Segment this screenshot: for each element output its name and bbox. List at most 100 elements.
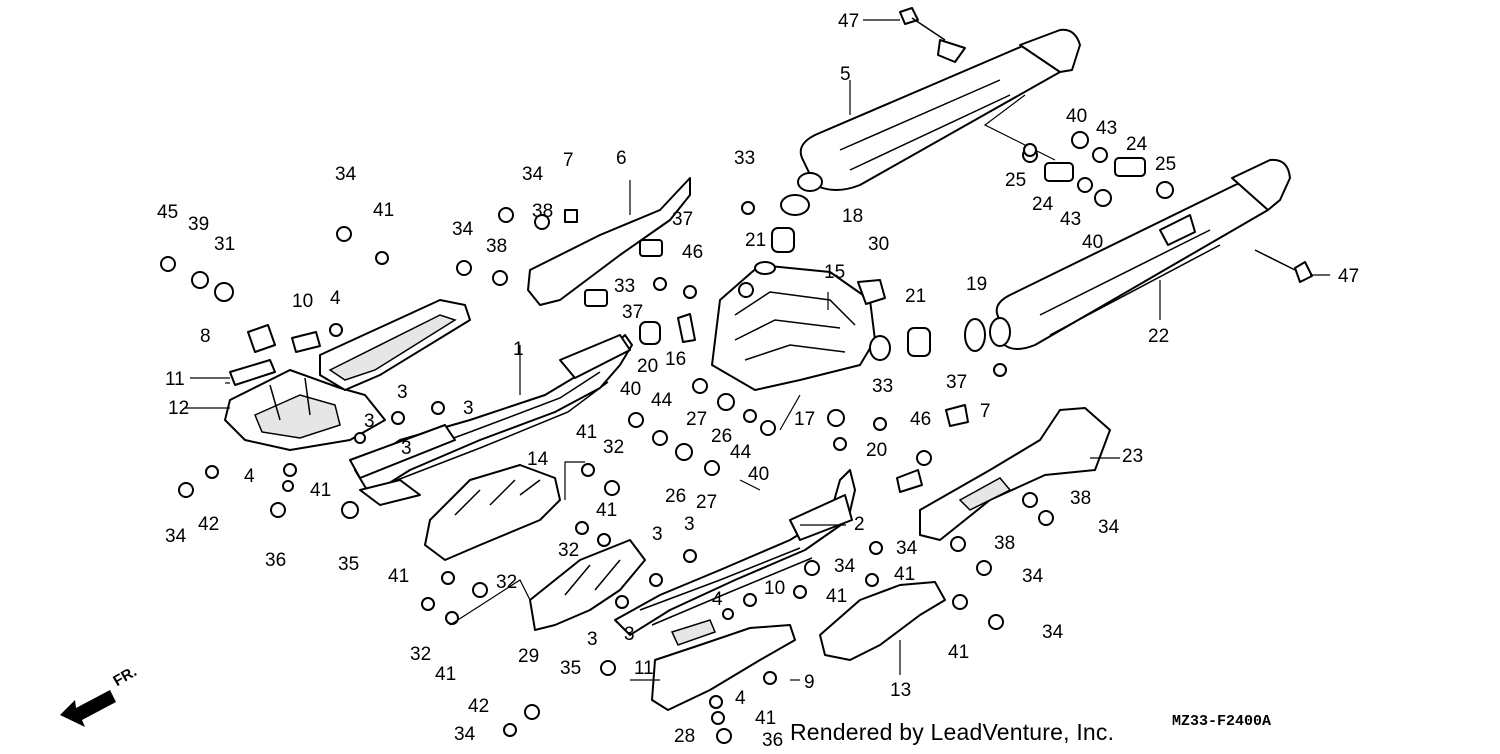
callout-label: 11 — [165, 369, 185, 390]
callout-label: 4 — [712, 589, 723, 610]
callout-label: 7 — [563, 150, 574, 171]
callout-label: 10 — [764, 578, 785, 599]
callout-label: 40 — [748, 464, 769, 485]
callout-label: 6 — [616, 148, 627, 169]
callout-label: 33 — [734, 148, 755, 169]
callout-label: 45 — [157, 202, 178, 223]
callout-label: 26 — [711, 426, 732, 447]
callout-label: 32 — [410, 644, 431, 665]
callout-label: 16 — [665, 349, 686, 370]
callout-label: 20 — [637, 356, 658, 377]
callout-label: 24 — [1126, 134, 1148, 155]
heat-shield-28-drawing — [651, 619, 796, 711]
callout-label: 41 — [310, 480, 331, 501]
callout-label: 4 — [330, 288, 341, 309]
callout-label: 42 — [198, 514, 219, 535]
callout-label: 34 — [165, 526, 187, 547]
callout-label: 25 — [1155, 154, 1176, 175]
callout-label: 27 — [686, 409, 707, 430]
callout-label: 30 — [868, 234, 889, 255]
callout-label: 34 — [1042, 622, 1064, 643]
callout-label: 4 — [735, 688, 746, 709]
callout-label: 37 — [622, 302, 643, 323]
callout-label: 43 — [1060, 209, 1081, 230]
callout-label: 41 — [576, 422, 597, 443]
callout-labels: 47 5 40 43 24 25 25 24 43 40 47 22 19 21… — [157, 11, 1359, 751]
callout-label: 41 — [894, 564, 915, 585]
callout-label: 35 — [560, 658, 581, 679]
callout-label: 47 — [1338, 266, 1359, 287]
exhaust-pipe-1-drawing — [349, 334, 633, 506]
callout-label: 41 — [948, 642, 969, 663]
callout-label: 3 — [463, 398, 474, 419]
callout-label: 18 — [842, 206, 863, 227]
front-direction-arrow — [60, 690, 116, 727]
callout-label: 8 — [200, 326, 211, 347]
callout-label: 24 — [1032, 194, 1054, 215]
callout-label: 21 — [745, 230, 766, 251]
exhaust-chamber-15-drawing — [711, 261, 891, 391]
muffler-22-drawing — [989, 158, 1291, 350]
callout-label: 38 — [994, 533, 1015, 554]
callout-label: 31 — [214, 234, 235, 255]
callout-label: 20 — [866, 440, 887, 461]
callout-label: 36 — [762, 730, 783, 751]
callout-label: 26 — [665, 486, 686, 507]
callout-label: 29 — [518, 646, 539, 667]
credit-text: Rendered by LeadVenture, Inc. — [790, 719, 1115, 745]
callout-label: 21 — [905, 286, 926, 307]
callout-label: 41 — [388, 566, 409, 587]
callout-label: 40 — [1066, 106, 1087, 127]
callout-label: 33 — [614, 276, 635, 297]
muffler-5-drawing — [797, 28, 1081, 192]
callout-label: 46 — [682, 242, 703, 263]
callout-label: 3 — [397, 382, 408, 403]
callout-label: 44 — [651, 390, 673, 411]
callout-label: 11 — [634, 658, 654, 679]
callout-label: 41 — [435, 664, 456, 685]
callout-label: 33 — [872, 376, 893, 397]
callout-label: 3 — [587, 629, 598, 650]
heat-shield-29-drawing — [529, 539, 646, 631]
callout-label: 14 — [527, 449, 549, 470]
callout-label: 4 — [244, 466, 255, 487]
callout-label: 41 — [596, 500, 617, 521]
callout-label: 27 — [696, 492, 717, 513]
callout-label: 2 — [854, 514, 865, 535]
callout-label: 10 — [292, 291, 313, 312]
callout-label: 22 — [1148, 326, 1169, 347]
heat-shield-13-drawing — [819, 581, 946, 661]
fasteners — [160, 143, 1054, 744]
diagram-code: MZ33-F2400A — [1172, 713, 1272, 730]
callout-label: 32 — [496, 572, 517, 593]
callout-label: 38 — [1070, 488, 1091, 509]
callout-label: 9 — [804, 672, 815, 693]
callout-label: 34 — [454, 724, 476, 745]
callout-label: 13 — [890, 680, 911, 701]
callout-label: 3 — [652, 524, 663, 545]
callout-label: 43 — [1096, 118, 1117, 139]
callout-label: 3 — [364, 411, 375, 432]
callout-label: 34 — [1098, 517, 1120, 538]
callout-label: 34 — [522, 164, 544, 185]
callout-label: 44 — [730, 442, 752, 463]
callout-label: 15 — [824, 262, 845, 283]
callout-label: 36 — [265, 550, 286, 571]
callout-label: 38 — [486, 236, 507, 257]
exhaust-pipe-2-drawing — [614, 469, 856, 636]
callout-label: 3 — [624, 624, 635, 645]
callout-label: 25 — [1005, 170, 1026, 191]
callout-label: 42 — [468, 696, 489, 717]
callout-label: 32 — [603, 437, 624, 458]
callout-label: 41 — [755, 708, 776, 729]
callout-label: 38 — [532, 201, 553, 222]
callout-label: 12 — [168, 398, 189, 419]
callout-label: 40 — [620, 379, 641, 400]
callout-label: 34 — [896, 538, 918, 559]
callout-label: 5 — [840, 64, 851, 85]
callout-label: 47 — [838, 11, 859, 32]
callout-label: 19 — [966, 274, 987, 295]
callout-label: 39 — [188, 214, 209, 235]
callout-label: 34 — [1022, 566, 1044, 587]
callout-label: 34 — [452, 219, 474, 240]
